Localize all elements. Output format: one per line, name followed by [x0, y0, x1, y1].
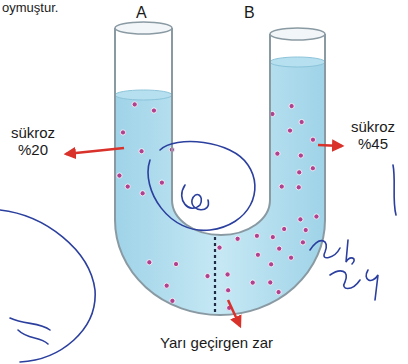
sucrose-dot — [275, 151, 280, 156]
sucrose-dot — [277, 246, 282, 251]
sucrose-dot — [151, 108, 156, 113]
cut-off-text: oymuştur. — [2, 1, 58, 16]
tube-outer-wall — [115, 28, 325, 315]
sucrose-dot — [225, 272, 230, 277]
sucrose-dot — [250, 280, 255, 285]
sucrose-dot — [282, 226, 287, 231]
sucrose-dot — [298, 217, 303, 222]
sucrose-dot — [147, 260, 152, 265]
sucrose-dot — [255, 252, 260, 257]
solution — [115, 62, 325, 315]
sucrose-dot — [288, 255, 293, 260]
sucrose-dot — [132, 102, 137, 107]
sucrose-dot — [159, 180, 164, 185]
sucrose-dot — [299, 119, 304, 124]
concentration-label: sükroz %45 — [342, 118, 404, 153]
sucrose-dot — [226, 288, 231, 293]
sucrose-dot — [279, 184, 284, 189]
sucrose-dot — [139, 149, 144, 154]
sucrose-dot — [268, 280, 273, 285]
liquid-surface — [270, 57, 325, 67]
sucrose-dot — [235, 236, 240, 241]
sucrose-dot — [269, 262, 274, 267]
sucrose-dot — [310, 166, 315, 171]
arm-label: A — [136, 4, 147, 22]
tube-inner-wall — [172, 28, 270, 235]
membrane-label: Yarı geçirgen zar — [160, 334, 330, 351]
sucrose-dot — [314, 214, 319, 219]
sucrose-dot — [117, 173, 122, 178]
leader-arrow — [66, 148, 124, 154]
tube-opening — [270, 28, 325, 40]
glass-highlight — [122, 40, 278, 85]
arm-label: B — [244, 4, 255, 22]
concentration-label: sükroz %20 — [2, 124, 64, 159]
sucrose-dot — [276, 290, 281, 295]
tube-opening — [115, 22, 172, 34]
sucrose-dot — [296, 185, 301, 190]
sucrose-dot — [297, 170, 302, 175]
sucrose-dots — [117, 102, 319, 311]
leader-arrow — [228, 300, 240, 326]
leader-arrow — [318, 145, 342, 146]
sucrose-dot — [125, 184, 130, 189]
sucrose-dot — [298, 153, 303, 158]
sucrose-dot — [173, 261, 178, 266]
sucrose-dot — [287, 128, 292, 133]
sucrose-dot — [254, 233, 259, 238]
liquid-surface — [115, 90, 172, 100]
sucrose-dot — [289, 103, 294, 108]
pen-scribbles — [0, 142, 396, 362]
sucrose-dot — [120, 130, 125, 135]
sucrose-dot — [205, 273, 210, 278]
sucrose-dot — [217, 245, 222, 250]
sucrose-dot — [140, 191, 145, 196]
sucrose-dot — [270, 234, 275, 239]
membrane — [214, 237, 216, 314]
sucrose-dot — [164, 283, 169, 288]
sucrose-dot — [300, 240, 305, 245]
sucrose-dot — [310, 137, 315, 142]
sucrose-dot — [170, 298, 175, 303]
sucrose-dot — [303, 227, 308, 232]
